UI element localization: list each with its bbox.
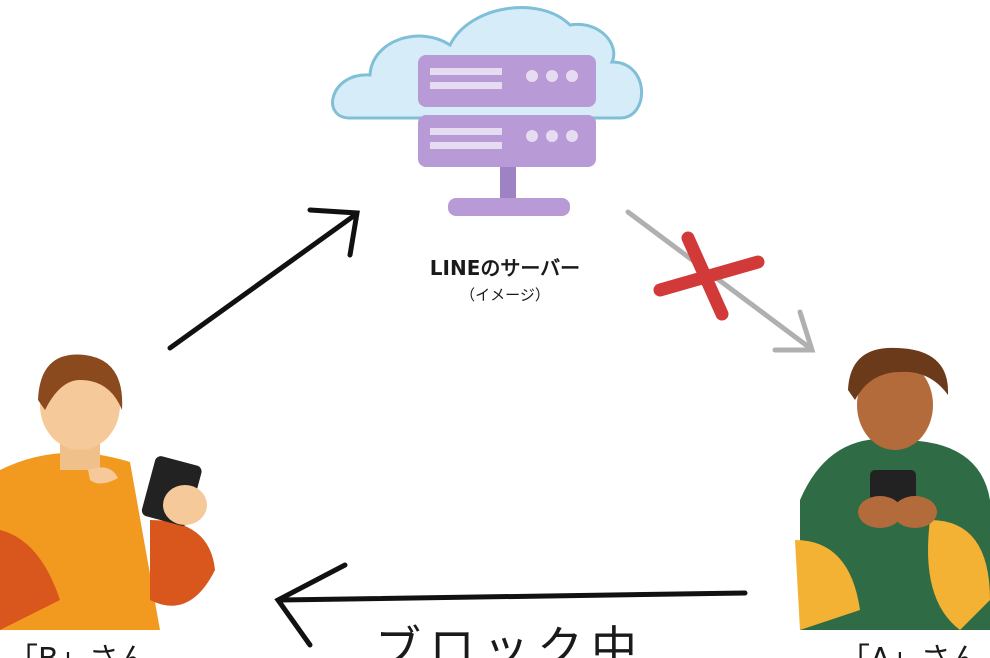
person-b-label: 「B」さん bbox=[8, 634, 149, 658]
blocked-label: ブロック中 bbox=[375, 621, 645, 658]
arrow-server-to-a bbox=[625, 209, 816, 353]
person-b bbox=[0, 354, 215, 630]
server-icon bbox=[418, 55, 596, 216]
cross-icon bbox=[653, 231, 765, 321]
server-label: LINEのサーバー bbox=[429, 256, 581, 280]
person-a bbox=[795, 347, 990, 630]
server-sublabel: （イメージ） bbox=[460, 286, 550, 304]
person-a-label: 「A」さん bbox=[840, 634, 981, 658]
arrow-a-to-b-blocked bbox=[274, 562, 748, 648]
arrow-b-to-server bbox=[167, 207, 360, 351]
